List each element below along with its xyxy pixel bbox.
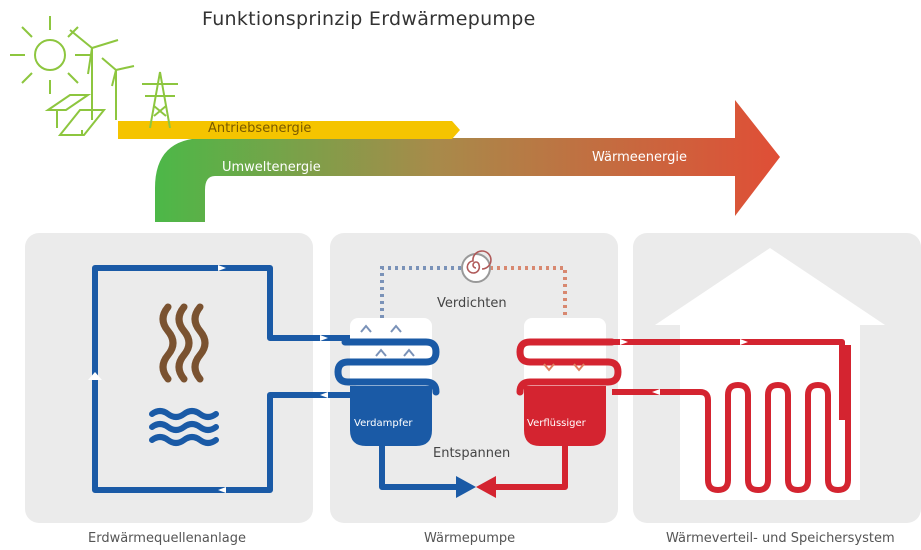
heat-energy-label: Wärmeenergie xyxy=(592,150,687,165)
drive-energy-label: Antriebsenergie xyxy=(208,121,312,136)
pump-panel-label: Wärmepumpe xyxy=(424,531,516,546)
source-panel-label: Erdwärmequellenanlage xyxy=(88,531,246,546)
distribution-panel-label: Wärmeverteil- und Speichersystem xyxy=(666,531,895,546)
expansion-valve-icon xyxy=(456,476,496,498)
evaporator-unit xyxy=(334,318,440,446)
energy-flow-arrow xyxy=(155,100,780,222)
drive-energy-band xyxy=(118,121,460,139)
compress-label: Verdichten xyxy=(437,296,507,311)
heating-flow-arrow-icon xyxy=(620,339,748,395)
power-pylon-icon xyxy=(142,71,178,129)
compressor-line-cold xyxy=(380,266,462,318)
evaporator-label: Verdampfer xyxy=(354,418,413,429)
environment-energy-label: Umweltenergie xyxy=(222,160,321,175)
expansion-line-cold xyxy=(379,446,456,490)
expand-label: Entspannen xyxy=(433,446,511,461)
compressor-icon xyxy=(461,250,492,283)
pump-panel xyxy=(330,233,618,523)
solar-panel-icon xyxy=(44,94,107,136)
expansion-line-hot xyxy=(496,446,568,490)
heating-loop-pipe-inside xyxy=(612,339,851,493)
condenser-label: Verflüssiger xyxy=(527,418,586,429)
heat-icon xyxy=(159,303,209,383)
condenser-unit xyxy=(516,318,622,446)
wind-turbine-icon xyxy=(69,29,135,120)
sun-icon xyxy=(10,16,90,94)
page-title: Funktionsprinzip Erdwärmepumpe xyxy=(202,8,536,30)
water-icon xyxy=(149,408,219,446)
flow-arrow-icon xyxy=(88,265,328,493)
